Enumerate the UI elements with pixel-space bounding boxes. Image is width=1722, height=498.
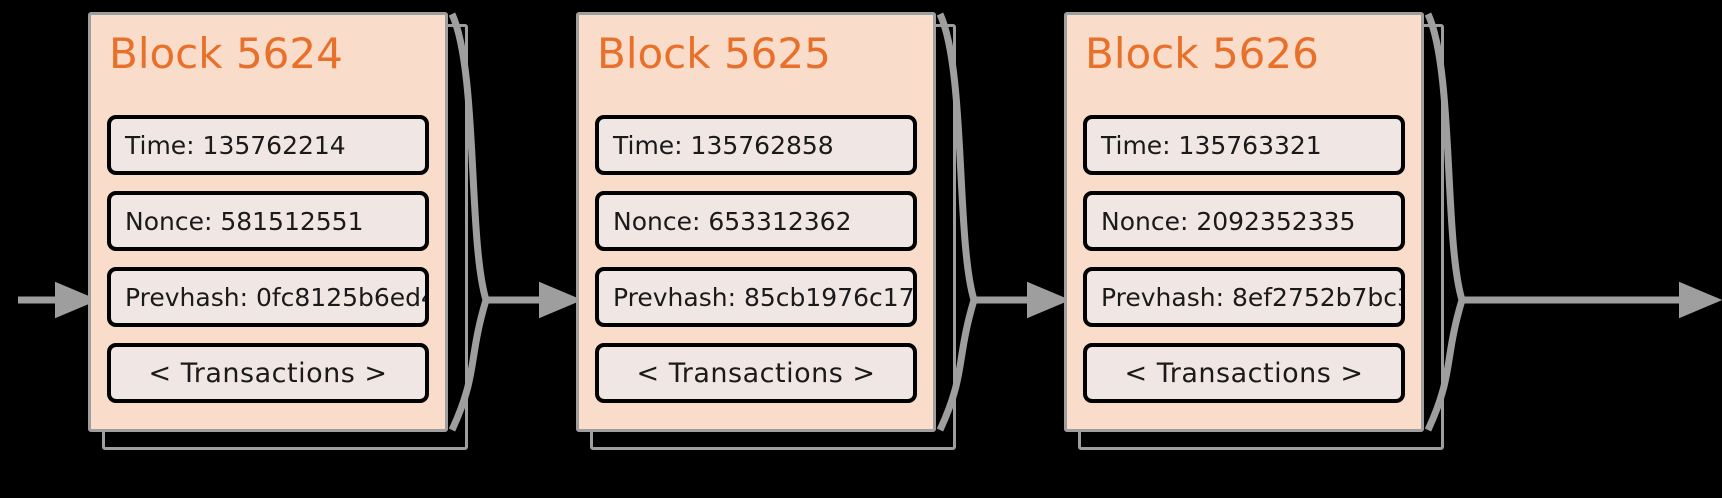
block-fields: Time: 135762214 Nonce: 581512551 Prevhas… (107, 115, 429, 419)
block-title: Block 5626 (1085, 29, 1319, 78)
block-time-field: Time: 135762214 (107, 115, 429, 175)
block-prevhash-field: Prevhash: 85cb1976c171 (595, 267, 917, 327)
arrow-block-5625-to-5626 (936, 12, 1071, 432)
block-card-5624[interactable]: Block 5624 Time: 135762214 Nonce: 581512… (88, 12, 448, 432)
block-fields: Time: 135763321 Nonce: 2092352335 Prevha… (1083, 115, 1405, 419)
block-time-field: Time: 135763321 (1083, 115, 1405, 175)
block-nonce-field: Nonce: 2092352335 (1083, 191, 1405, 251)
block-title: Block 5625 (597, 29, 831, 78)
block-prevhash-field: Prevhash: 0fc8125b6ed4 (107, 267, 429, 327)
block-nonce-field: Nonce: 581512551 (107, 191, 429, 251)
block-transactions-field[interactable]: < Transactions > (1083, 343, 1405, 403)
block-transactions-field[interactable]: < Transactions > (595, 343, 917, 403)
block-card-5625[interactable]: Block 5625 Time: 135762858 Nonce: 653312… (576, 12, 936, 432)
block-time-field: Time: 135762858 (595, 115, 917, 175)
block-prevhash-field: Prevhash: 8ef2752b7bc3 (1083, 267, 1405, 327)
block-nonce-field: Nonce: 653312362 (595, 191, 917, 251)
arrow-outbound (1424, 12, 1722, 432)
block-title: Block 5624 (109, 29, 343, 78)
block-transactions-field[interactable]: < Transactions > (107, 343, 429, 403)
block-card-5626[interactable]: Block 5626 Time: 135763321 Nonce: 209235… (1064, 12, 1424, 432)
arrow-block-5624-to-5625 (448, 12, 583, 432)
block-fields: Time: 135762858 Nonce: 653312362 Prevhas… (595, 115, 917, 419)
